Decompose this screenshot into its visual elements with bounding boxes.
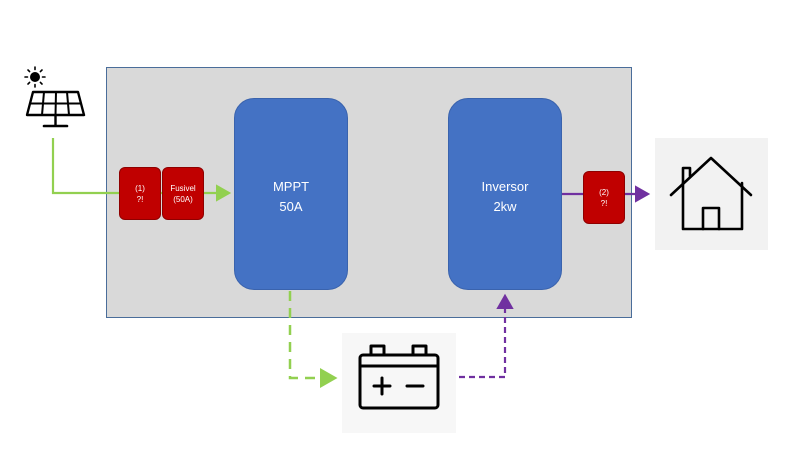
protection-1-label: (1) [135,183,145,193]
fuse-rating: (50A) [173,194,193,204]
protection-2-label: (2) [599,187,609,197]
mppt-rating: 50A [279,199,303,214]
fuse-label: Fusivel [170,183,196,193]
mppt-block: MPPT 50A [234,98,348,290]
inverter-title: Inversor [481,179,529,194]
protection-1-note: ?! [136,194,144,204]
inverter-block: Inversor 2kw [448,98,562,290]
sun-icon [24,66,46,88]
fuse-block: Fusivel (50A) [162,167,204,220]
battery-to-inverter-arrow [459,293,514,379]
mppt-title: MPPT [272,179,310,194]
panel-grid [25,90,86,128]
protection-2-note: ?! [600,198,608,208]
panel-to-protection-line [51,138,119,195]
inverter-rating: 2kw [493,199,517,214]
protection-2-block: (2) ?! [583,171,625,224]
mppt-to-battery-arrow [288,291,338,388]
protection-1-block: (1) ?! [119,167,161,220]
